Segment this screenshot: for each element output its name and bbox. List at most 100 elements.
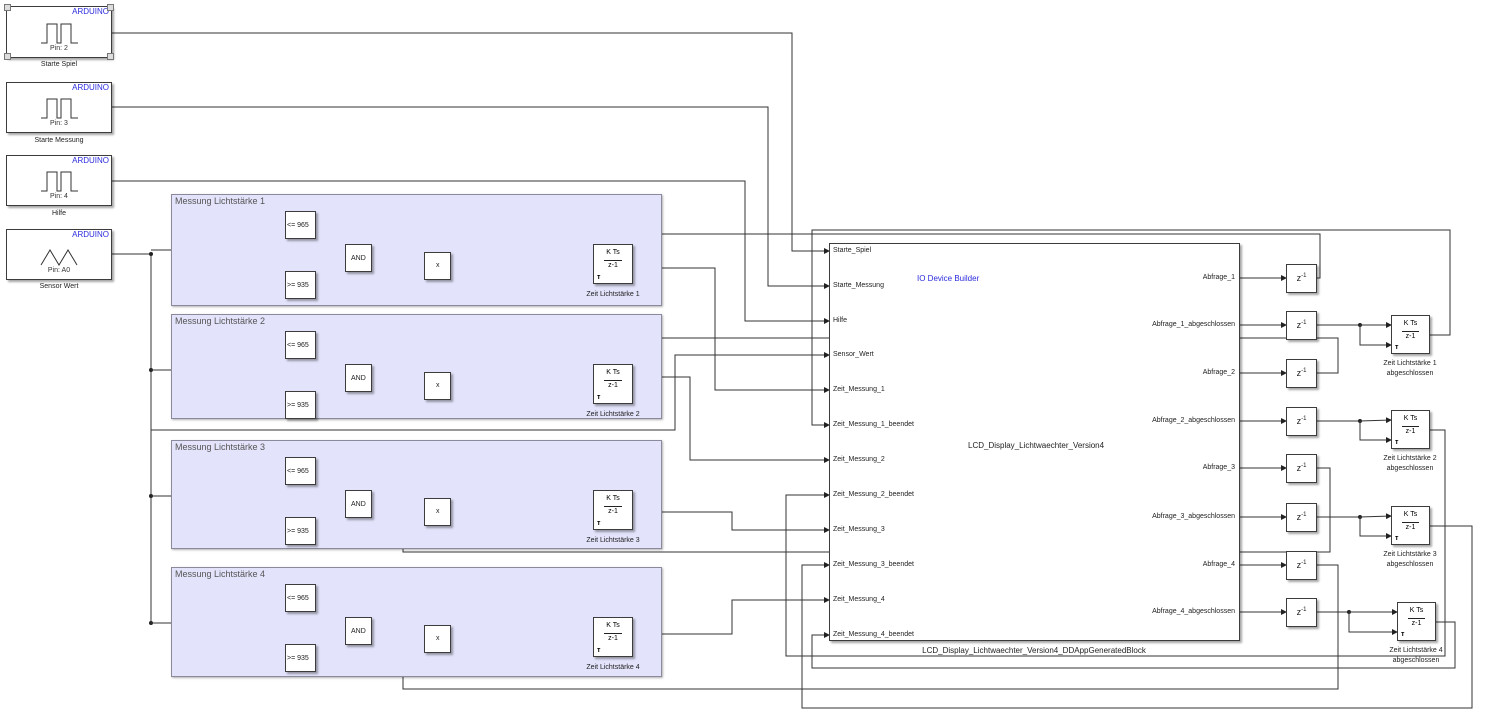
arduino-brand: ARDUINO — [72, 7, 109, 16]
wire-zeit-1[interactable] — [633, 267, 830, 393]
wire-to-done-reset[interactable] — [1348, 612, 1398, 635]
subsystem-messung-2[interactable]: Messung Lichtstärke 2 — [171, 314, 662, 419]
integrator-numerator: K Ts — [1403, 511, 1418, 518]
unit-delay-block[interactable]: z-1 — [1286, 598, 1317, 627]
subsystem-title: Messung Lichtstärke 3 — [175, 442, 266, 452]
logical-and-block[interactable]: AND — [345, 244, 372, 272]
fraction-bar — [1402, 426, 1419, 427]
subsystem-messung-1[interactable]: Messung Lichtstärke 1 — [171, 194, 662, 306]
arduino-digital-input-pin4[interactable]: ARDUINO Pin: 4 — [6, 155, 112, 206]
reset-icon: ᴛ — [1395, 439, 1399, 446]
resize-handle[interactable] — [107, 53, 114, 60]
unit-delay-label: z-1 — [1287, 560, 1316, 570]
compare-upper-block[interactable]: <= 965 — [285, 331, 316, 359]
logical-and-block[interactable]: AND — [345, 490, 372, 518]
block-name: Hilfe — [51, 210, 67, 217]
subsystem-messung-4[interactable]: Messung Lichtstärke 4 — [171, 567, 662, 677]
logical-and-block[interactable]: AND — [345, 364, 372, 392]
resize-handle[interactable] — [4, 53, 11, 60]
compare-lower-block[interactable]: >= 935 — [285, 517, 316, 545]
unit-delay-block[interactable]: z-1 — [1286, 454, 1317, 483]
wire-zeit-4[interactable] — [633, 597, 830, 635]
wire-starte-messung[interactable] — [112, 106, 830, 289]
output-port-abfrage-1-abgeschlossen: Abfrage_1_abgeschlossen — [1152, 321, 1235, 328]
integrator-denominator: z-1 — [1405, 524, 1416, 531]
pin-label: Pin: A0 — [47, 267, 71, 274]
block-name-line1: Zeit Lichtstärke 3 — [1383, 551, 1437, 558]
wire-to-done-integrator[interactable] — [1359, 513, 1392, 520]
block-name: Zeit Lichtstärke 1 — [586, 291, 640, 298]
input-port-hilfe: Hilfe — [833, 317, 848, 324]
wire-zeit-3[interactable] — [633, 511, 830, 533]
z-exponent: -1 — [1301, 512, 1307, 518]
compare-lower-block[interactable]: >= 935 — [285, 271, 316, 299]
unit-delay-block[interactable]: z-1 — [1286, 551, 1317, 580]
wire-starte-spiel[interactable] — [112, 32, 830, 254]
block-name: Starte Messung — [34, 137, 84, 144]
product-block[interactable]: x — [424, 372, 451, 400]
compare-upper-block[interactable]: <= 965 — [285, 211, 316, 239]
wire-zeit-4-beendet[interactable] — [811, 621, 1456, 669]
arduino-digital-input-pin2[interactable]: ARDUINO Pin: 2 — [4, 4, 114, 60]
compare-upper-block[interactable]: <= 965 — [285, 457, 316, 485]
wire-to-done-reset[interactable] — [1359, 517, 1392, 539]
compare-label: <= 965 — [287, 342, 309, 349]
arduino-digital-input-pin3[interactable]: ARDUINO Pin: 3 — [6, 82, 112, 133]
wire-sensor-bus[interactable] — [112, 253, 152, 622]
product-block[interactable]: x — [424, 498, 451, 526]
resize-handle[interactable] — [107, 4, 114, 11]
integrator-numerator: K Ts — [1403, 415, 1418, 422]
z-base: z — [1296, 273, 1302, 283]
output-port-abfrage-2: Abfrage_2 — [1202, 369, 1235, 376]
arduino-analog-input-a0[interactable]: ARDUINO Pin: A0 — [6, 229, 112, 280]
block-name-line2: abgeschlossen — [1392, 657, 1440, 664]
logical-and-block[interactable]: AND — [345, 617, 372, 645]
unit-delay-block[interactable]: z-1 — [1286, 311, 1317, 340]
wire-zeit-3-beendet[interactable] — [801, 525, 1473, 709]
unit-delay-block[interactable]: z-1 — [1286, 503, 1317, 532]
block-name-line2: abgeschlossen — [1386, 561, 1434, 568]
z-exponent: -1 — [1301, 416, 1307, 422]
wire-to-done-reset[interactable] — [1359, 421, 1392, 443]
reset-icon: ᴛ — [1401, 631, 1405, 638]
wire-sensor-wert[interactable] — [151, 352, 830, 431]
compare-lower-block[interactable]: >= 935 — [285, 391, 316, 419]
unit-delay-block[interactable]: z-1 — [1286, 264, 1317, 293]
pin-label: Pin: 3 — [50, 120, 68, 127]
subsystem-messung-3[interactable]: Messung Lichtstärke 3 — [171, 440, 662, 549]
unit-delay-label: z-1 — [1287, 273, 1316, 283]
branch-point — [149, 252, 153, 256]
wire-to-done-reset[interactable] — [1359, 325, 1392, 348]
compare-lower-block[interactable]: >= 935 — [285, 644, 316, 672]
wire-to-done-integrator[interactable] — [1359, 417, 1392, 424]
compare-upper-block[interactable]: <= 965 — [285, 584, 316, 612]
wire-zeit-1-beendet[interactable] — [811, 229, 1451, 428]
integrator-numerator: K Ts — [606, 249, 620, 256]
unit-delay-block[interactable]: z-1 — [1286, 407, 1317, 436]
wire-zeit-2-beendet[interactable] — [785, 429, 1446, 657]
resize-handle[interactable] — [4, 4, 11, 11]
compare-label: >= 935 — [287, 282, 309, 289]
z-base: z — [1296, 463, 1302, 473]
arduino-brand: ARDUINO — [72, 230, 109, 239]
pin-label: Pin: 4 — [50, 193, 68, 200]
product-block[interactable]: x — [424, 252, 451, 280]
fraction-bar — [604, 380, 622, 381]
wire-zeit-2[interactable] — [633, 376, 830, 463]
wire-hilfe[interactable] — [112, 180, 830, 324]
compare-label: <= 965 — [287, 222, 309, 229]
block-name-line1: Zeit Lichtstärke 2 — [1383, 455, 1437, 462]
integrator-denominator: z-1 — [608, 508, 618, 515]
product-block[interactable]: x — [424, 625, 451, 653]
unit-delay-block[interactable]: z-1 — [1286, 359, 1317, 388]
